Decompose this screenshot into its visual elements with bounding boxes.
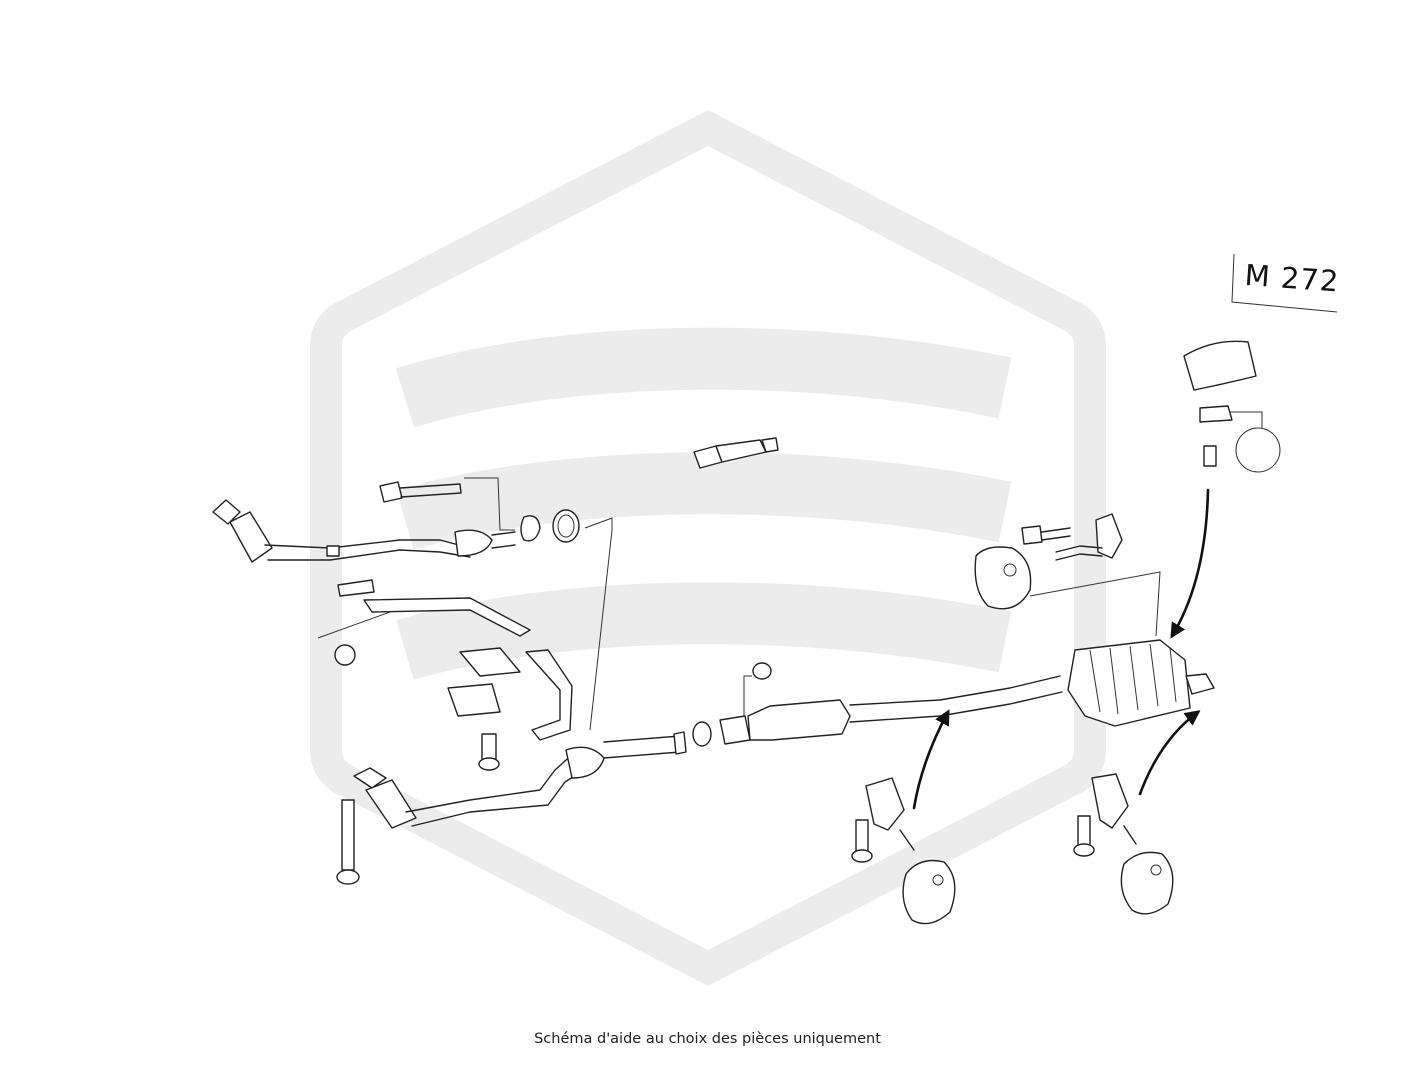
watermark-logo bbox=[310, 109, 1106, 987]
rear-silencer bbox=[1067, 639, 1215, 727]
engine-label-frame bbox=[1231, 253, 1338, 313]
center-pipe bbox=[692, 662, 1063, 747]
upper-hanger-set bbox=[974, 513, 1161, 637]
front-catalyst-right bbox=[336, 731, 687, 885]
lower-hanger-right bbox=[1073, 773, 1174, 915]
tailpipe-tip bbox=[1183, 340, 1281, 473]
lower-hanger-left bbox=[851, 777, 956, 925]
upper-bolt-set bbox=[379, 477, 613, 731]
diagram-caption: Schéma d'aide au choix des pièces unique… bbox=[534, 1031, 881, 1047]
assembly-arrows bbox=[912, 488, 1210, 810]
oxygen-sensor bbox=[693, 437, 779, 469]
bracket-assembly bbox=[317, 579, 573, 771]
front-catalyst-left bbox=[212, 499, 516, 563]
engine-code-label: M 272 bbox=[1243, 258, 1341, 299]
